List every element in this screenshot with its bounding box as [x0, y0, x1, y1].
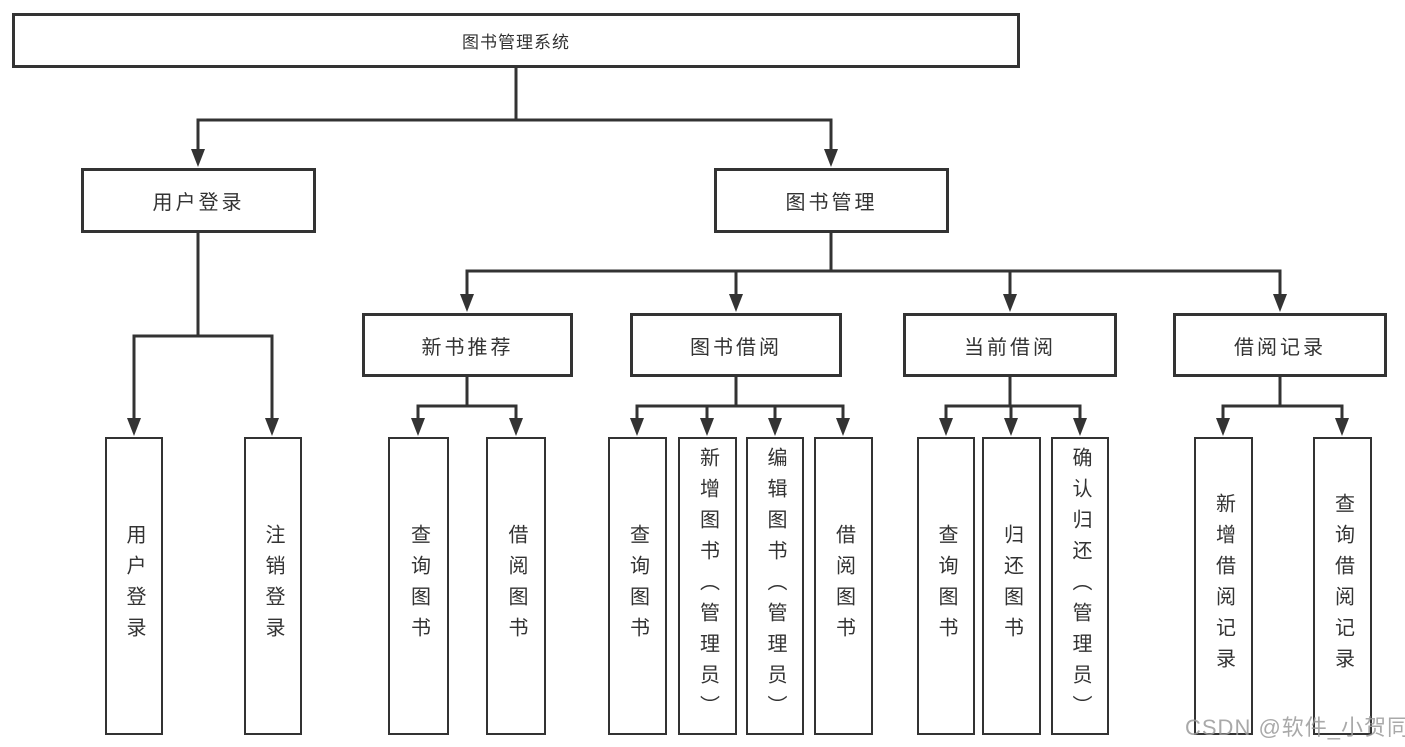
node-query-borrow-record: 查询借阅记录 [1313, 437, 1372, 735]
node-label: 借阅图书 [505, 524, 527, 648]
node-user-login-action: 用户登录 [105, 437, 163, 735]
node-label: 新增图书（管理员） [696, 446, 719, 726]
arrowheads [127, 149, 1349, 436]
node-current-borrowing: 当前借阅 [903, 313, 1117, 377]
node-label: 查询借阅记录 [1331, 493, 1354, 679]
node-label: 查询图书 [935, 524, 957, 648]
node-borrow-books: 借阅图书 [814, 437, 873, 735]
node-label: 确认归还（管理员） [1069, 446, 1091, 726]
node-library-management-system: 图书管理系统 [12, 13, 1020, 68]
node-book-management: 图书管理 [714, 168, 949, 233]
node-label: 编辑图书（管理员） [764, 446, 786, 726]
node-user-login: 用户登录 [81, 168, 316, 233]
node-label: 借阅图书 [832, 524, 855, 648]
node-label: 新增借阅记录 [1212, 493, 1235, 679]
node-edit-books-admin: 编辑图书（管理员） [746, 437, 804, 735]
node-add-books-admin: 新增图书（管理员） [678, 437, 737, 735]
node-borrow-books-recommend: 借阅图书 [486, 437, 546, 735]
node-query-books-current: 查询图书 [917, 437, 975, 735]
node-logout-action: 注销登录 [244, 437, 302, 735]
node-borrowing-records: 借阅记录 [1173, 313, 1387, 377]
node-book-borrowing: 图书借阅 [630, 313, 842, 377]
node-confirm-return-admin: 确认归还（管理员） [1051, 437, 1109, 735]
node-label: 用户登录 [123, 524, 145, 648]
node-label: 查询图书 [626, 524, 649, 648]
node-new-book-recommend: 新书推荐 [362, 313, 573, 377]
node-return-books: 归还图书 [982, 437, 1041, 735]
node-label: 注销登录 [262, 524, 284, 648]
node-add-borrow-record: 新增借阅记录 [1194, 437, 1253, 735]
node-label: 查询图书 [407, 524, 430, 648]
csdn-watermark: CSDN @软件_小贺同学 [1185, 715, 1405, 740]
node-label: 归还图书 [1000, 524, 1023, 648]
node-query-books-recommend: 查询图书 [388, 437, 449, 735]
node-query-books-borrowing: 查询图书 [608, 437, 667, 735]
